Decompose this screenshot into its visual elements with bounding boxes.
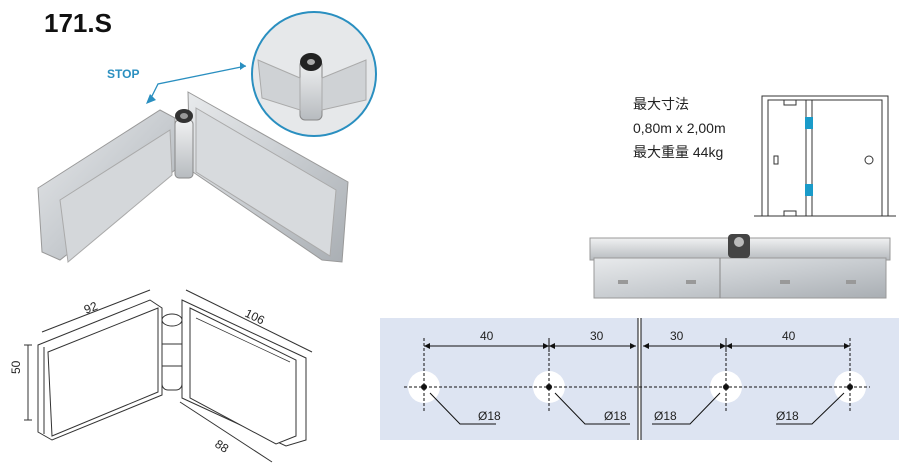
dim-depth: 88 xyxy=(212,437,231,456)
drill-template xyxy=(380,318,899,440)
hinge-photo xyxy=(37,91,349,263)
product-code: 171.S xyxy=(44,8,112,38)
drill-spacing-2: 30 xyxy=(590,329,604,343)
dim-width-right: 106 xyxy=(243,306,267,328)
drill-spacing-4: 40 xyxy=(782,329,796,343)
stop-label: STOP xyxy=(107,67,140,81)
max-size-label: 最大寸法 xyxy=(633,96,689,112)
door-elevation-diagram xyxy=(754,95,896,217)
max-size-value: 0,80m x 2,00m xyxy=(633,120,726,136)
dim-height: 50 xyxy=(9,360,23,374)
hole-diameter-4: Ø18 xyxy=(776,409,799,423)
specs-block: 最大寸法 0,80m x 2,00m 最大重量 44kg xyxy=(633,92,726,164)
hole-diameter-3: Ø18 xyxy=(654,409,677,423)
hole-diameter-1: Ø18 xyxy=(478,409,501,423)
dim-width-left: 92 xyxy=(82,299,100,317)
drill-spacing-1: 40 xyxy=(480,329,494,343)
drill-spacing-3: 30 xyxy=(670,329,684,343)
dimension-drawing xyxy=(24,289,313,463)
max-weight-text: 最大重量 44kg xyxy=(633,144,724,160)
hinge-front-view xyxy=(589,234,891,299)
stop-zoom-callout xyxy=(146,11,377,137)
hole-diameter-2: Ø18 xyxy=(604,409,627,423)
